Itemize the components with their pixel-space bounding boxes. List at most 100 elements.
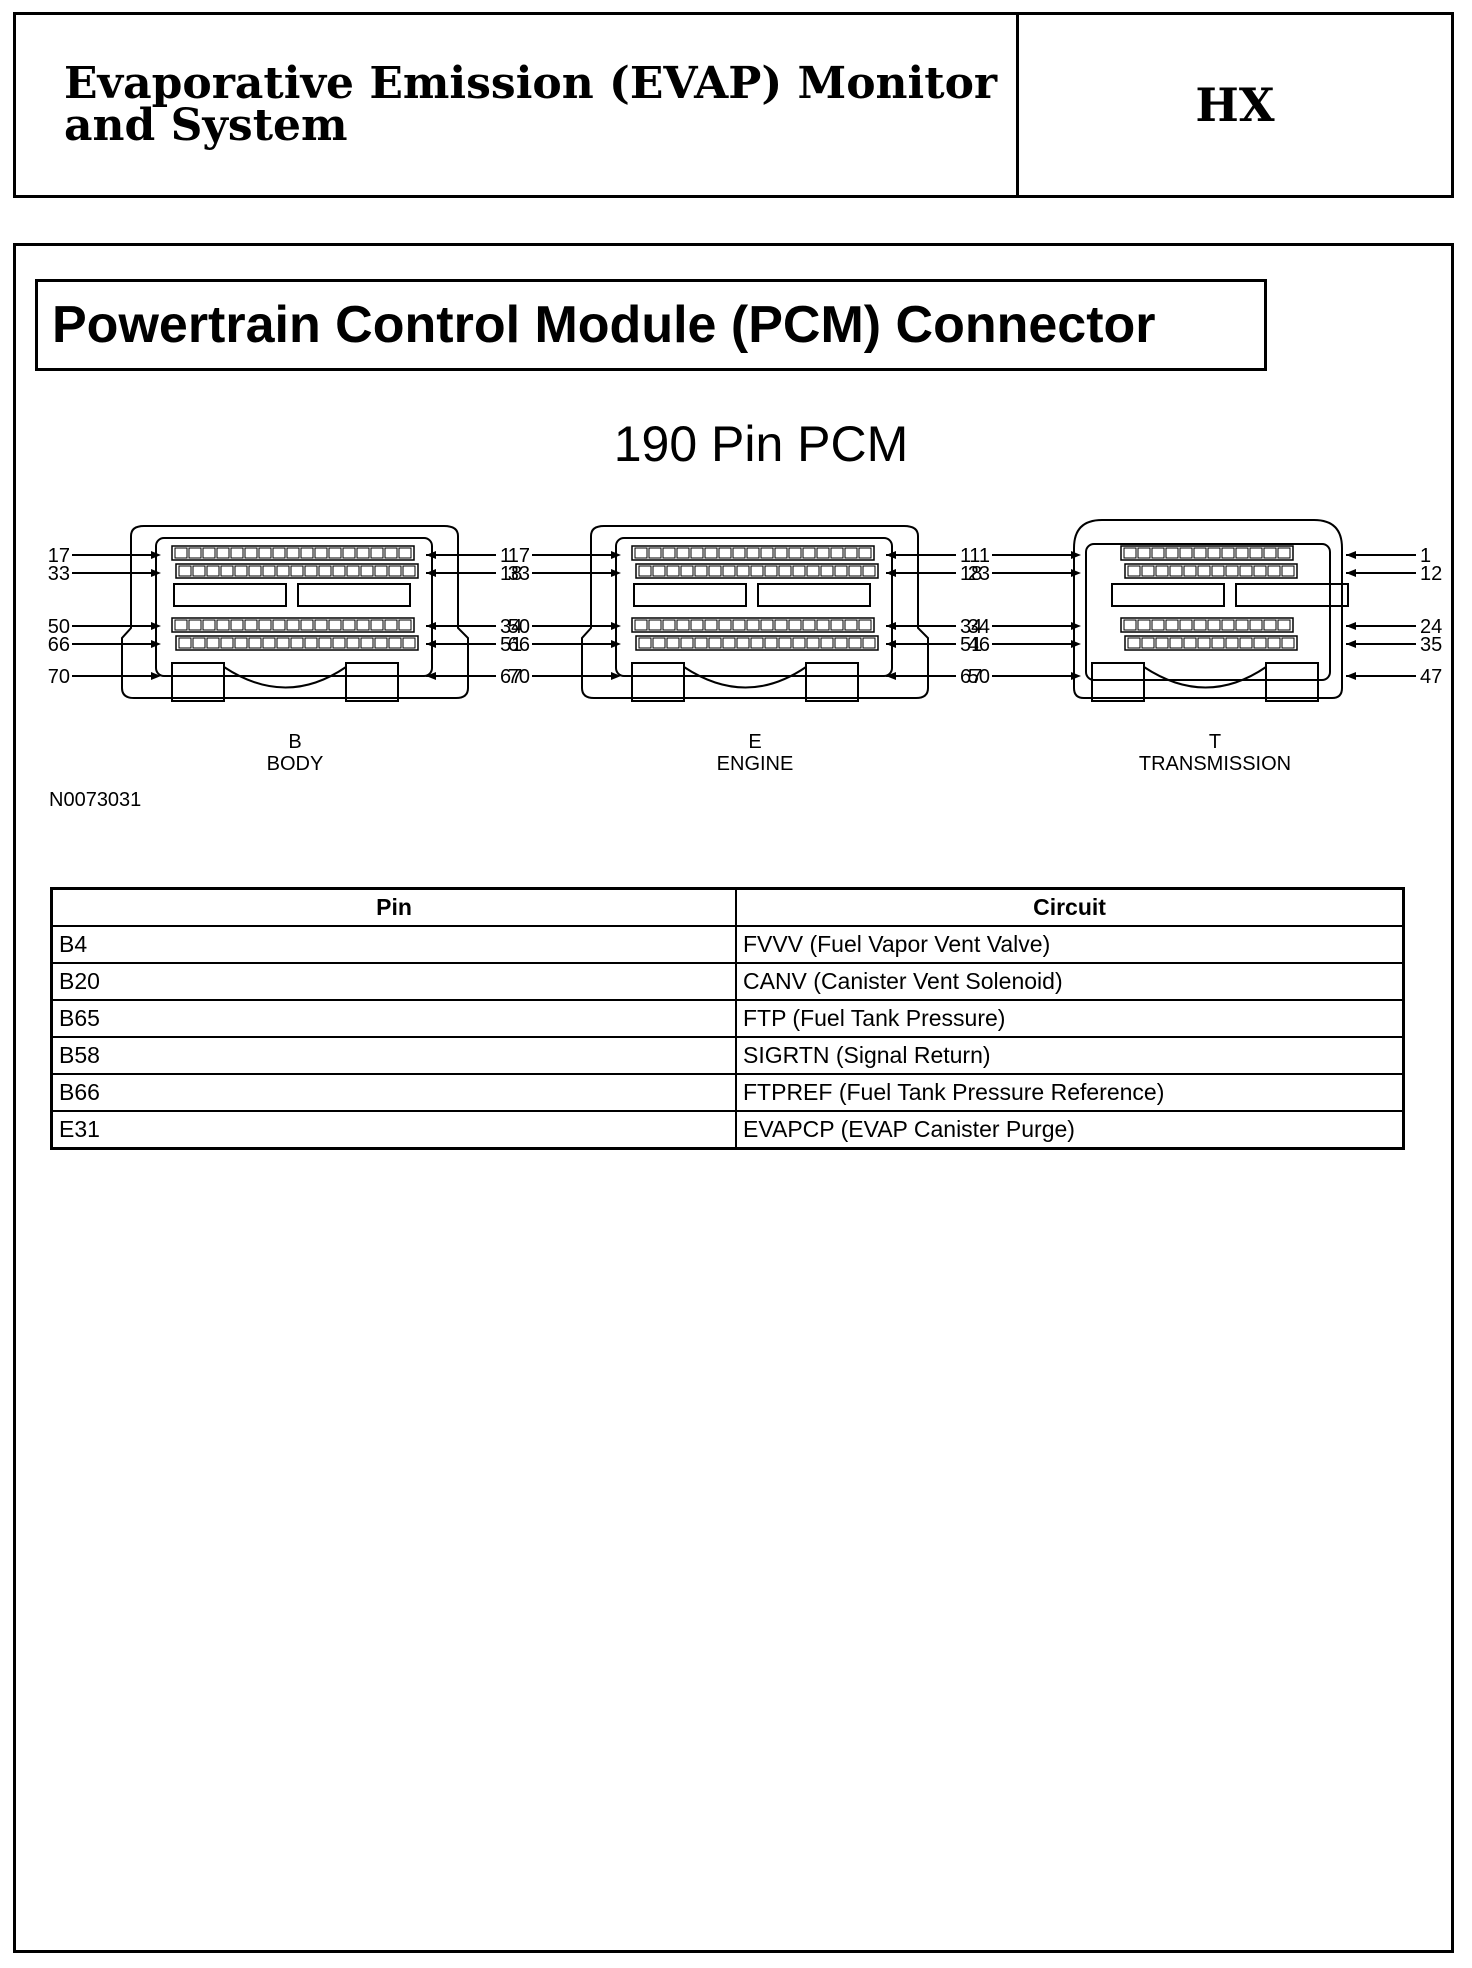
pin-number-label: 18 (500, 563, 522, 585)
arrow-head (1346, 622, 1356, 630)
pin-cavity (760, 619, 774, 631)
arrow-head (151, 672, 161, 680)
pin-cavity (258, 547, 272, 559)
pin-cavity (680, 637, 694, 649)
pin-cavity (1235, 547, 1249, 559)
pin-cavity (332, 565, 346, 577)
pin-cavity (1141, 565, 1155, 577)
connector-name: TRANSMISSION (1139, 753, 1291, 775)
pin-cavity (290, 565, 304, 577)
pin-cavity (844, 547, 858, 559)
pin-cavity (1151, 547, 1165, 559)
pin-cavity (662, 619, 676, 631)
pin-row (1120, 617, 1294, 633)
pin-cavity (178, 637, 192, 649)
arrow-head (886, 622, 896, 630)
pin-cavity (652, 637, 666, 649)
pin-cavity (746, 547, 760, 559)
pin-cavity (666, 637, 680, 649)
pin-cell: B20 (50, 962, 737, 1001)
pin-cavity (1281, 565, 1295, 577)
pin-cavity (1207, 619, 1221, 631)
pin-cavity (820, 565, 834, 577)
pin-cavity (1193, 619, 1207, 631)
pin-cavity (1211, 637, 1225, 649)
arrow-head (151, 569, 161, 577)
pin-cavity (384, 619, 398, 631)
pin-cavity (262, 565, 276, 577)
arrow-head (886, 640, 896, 648)
pin-cavity (290, 637, 304, 649)
pin-cavity (248, 565, 262, 577)
pin-cavity (346, 565, 360, 577)
pin-cavity (862, 565, 876, 577)
pin-cavity (314, 547, 328, 559)
pin-cavity (174, 547, 188, 559)
pin-cavity (722, 565, 736, 577)
pin-cavity (1281, 637, 1295, 649)
table-header-pin: Pin (50, 887, 737, 927)
terminal-divider (683, 666, 807, 689)
pin-number-label: 70 (48, 666, 70, 688)
arrow-head (1071, 672, 1081, 680)
connector-slot (1235, 583, 1349, 607)
pin-cavity (1137, 619, 1151, 631)
pin-cavity (694, 637, 708, 649)
pin-cavity (652, 565, 666, 577)
pin-cavity (1253, 637, 1267, 649)
pin-cavity (1207, 547, 1221, 559)
pin-number-label: 70 (508, 666, 530, 688)
connector-letter: B (288, 731, 301, 753)
pin-cavity (732, 547, 746, 559)
pin-cavity (388, 565, 402, 577)
pin-cavity (402, 637, 416, 649)
terminal-divider (1143, 666, 1267, 689)
arrow-head (426, 622, 436, 630)
arrow-head (886, 672, 896, 680)
pin-cavity (1267, 637, 1281, 649)
arrow-head (611, 672, 621, 680)
pin-cavity (272, 619, 286, 631)
pin-cavity (834, 565, 848, 577)
pin-cavity (676, 619, 690, 631)
arrow-head (1071, 551, 1081, 559)
pin-cavity (1155, 637, 1169, 649)
terminal-divider (223, 666, 347, 689)
pin-cavity (192, 565, 206, 577)
circuit-cell: FTPREF (Fuel Tank Pressure Reference) (735, 1073, 1405, 1112)
connector-slot (757, 583, 871, 607)
connector-letter: T (1209, 731, 1221, 753)
pin-number-label: 67 (500, 666, 522, 688)
pin-cavity (704, 619, 718, 631)
pin-cavity (206, 565, 220, 577)
circuit-cell: EVAPCP (EVAP Canister Purge) (735, 1110, 1405, 1150)
pin-cavity (788, 547, 802, 559)
pin-cavity (234, 637, 248, 649)
pin-number-label: 66 (508, 634, 530, 656)
connector-name: BODY (267, 753, 324, 775)
pin-cavity (244, 547, 258, 559)
pin-row-frame (171, 617, 415, 633)
pin-cavity (802, 619, 816, 631)
pin-cavity (774, 619, 788, 631)
arrow-head (886, 551, 896, 559)
pin-cavity (1239, 565, 1253, 577)
pin-number-label: 50 (508, 616, 530, 638)
pin-cavity (1225, 565, 1239, 577)
pin-number-label: 23 (968, 563, 990, 585)
pin-cavity (374, 565, 388, 577)
pin-cavity (262, 637, 276, 649)
pin-cavity (694, 565, 708, 577)
pin-cavity (188, 619, 202, 631)
pin-row-frame (175, 563, 419, 579)
pin-cell: B66 (50, 1073, 737, 1112)
circuit-cell: FVVV (Fuel Vapor Vent Valve) (735, 925, 1405, 964)
pin-cavity (286, 619, 300, 631)
